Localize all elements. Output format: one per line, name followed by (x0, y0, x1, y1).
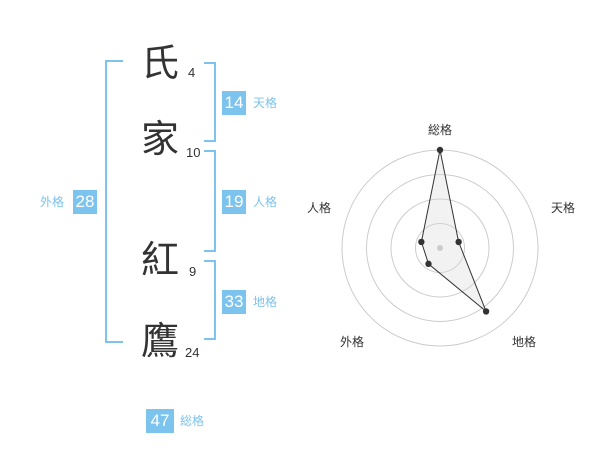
name-char-3: 紅 (140, 238, 179, 282)
axis-label-tenkaku: 天格 (551, 200, 575, 215)
radar-point-4 (418, 238, 425, 246)
soukaku-label: 総格 (180, 414, 205, 428)
name-char-4: 鷹 (140, 319, 179, 363)
radar-point-2 (482, 308, 490, 315)
radar-area (420, 149, 487, 312)
tenkaku-label: 天格 (253, 96, 278, 110)
name-char-2: 家 (140, 117, 179, 161)
chikaku-bracket (204, 260, 216, 340)
axis-label-gaikaku: 外格 (340, 334, 364, 349)
jinkaku-badge: 19 (222, 190, 246, 214)
soukaku-badge: 47 (146, 409, 174, 433)
gaikaku-bracket (105, 60, 123, 343)
gaikaku-badge: 28 (73, 190, 97, 214)
stroke-count-4: 24 (185, 345, 200, 360)
axis-label-soukaku: 総格 (428, 122, 452, 137)
radar-points (418, 146, 490, 315)
stroke-count-1: 4 (188, 65, 196, 80)
stroke-count-3: 9 (189, 264, 197, 279)
radar-chart: 総格 天格 地格 外格 人格 (307, 122, 575, 349)
radar-ring-2 (390, 198, 490, 298)
axis-label-chikaku: 地格 (512, 334, 536, 349)
tenkaku-bracket (204, 62, 216, 142)
tenkaku-badge: 14 (222, 91, 246, 115)
jinkaku-bracket (204, 150, 216, 252)
radar-ring-3 (366, 174, 514, 322)
radar-center (437, 245, 443, 251)
stroke-count-2: 10 (186, 145, 201, 160)
radar-point-1 (455, 238, 462, 246)
chikaku-badge: 33 (222, 290, 246, 314)
gaikaku-label: 外格 (40, 195, 65, 209)
chikaku-label: 地格 (253, 295, 278, 309)
radar-point-0 (436, 146, 444, 154)
jinkaku-label: 人格 (253, 195, 278, 209)
name-char-1: 氏 (140, 41, 179, 85)
radar-ring-1 (415, 223, 465, 273)
axis-label-jinkaku: 人格 (307, 200, 331, 215)
radar-point-3 (425, 260, 432, 268)
